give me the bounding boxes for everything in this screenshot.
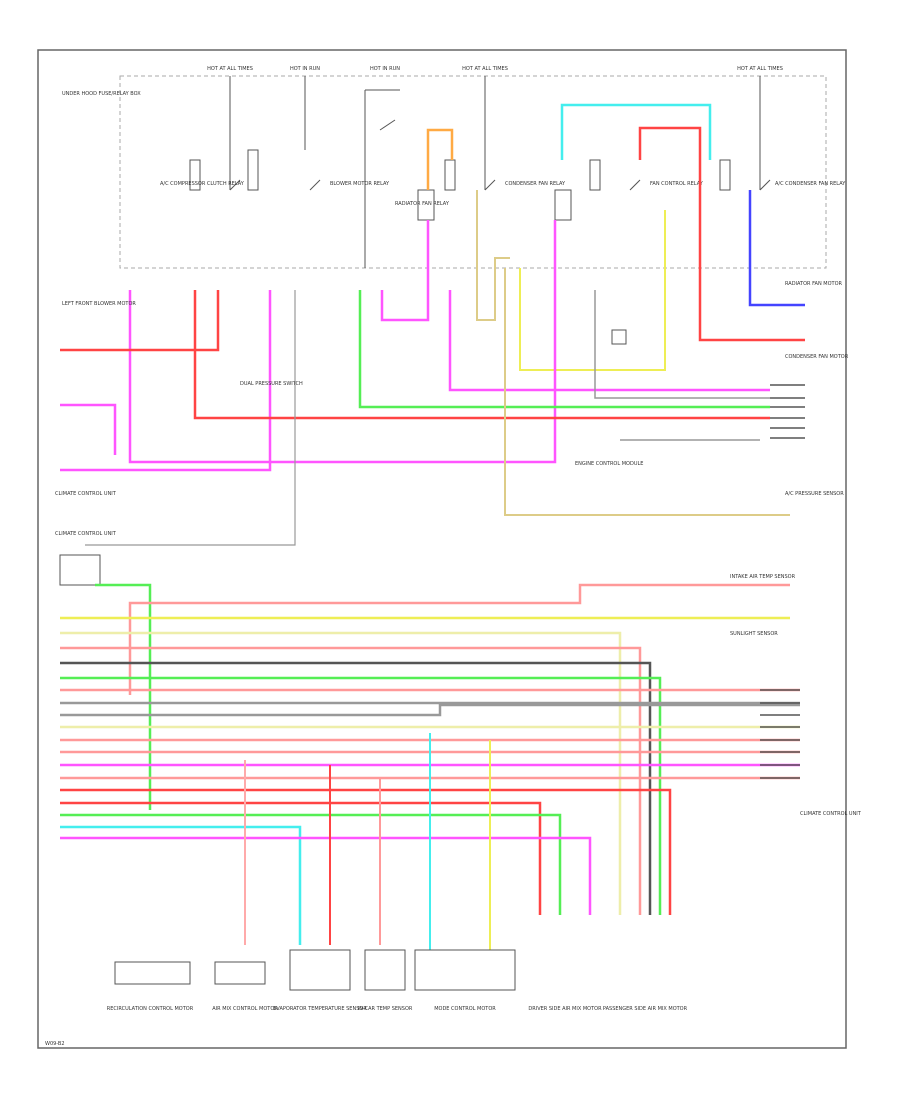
wire-gray-mid [85,290,296,546]
wire-pink-loop-a [380,220,430,322]
right-upper-pins [770,384,805,439]
wire-blue [748,190,805,307]
right-module-2-label: CONDENSER FAN MOTOR [785,354,849,360]
fuse-relay-box-outline [119,75,827,269]
wire-red-relay-bus [193,290,770,420]
right-module-3-label: A/C PRESSURE SENSOR [785,491,844,497]
fan-relay-1-label: RADIATOR FAN RELAY [395,201,450,207]
wire-tan-ecm [504,268,790,516]
wire-pink-a [128,220,557,464]
bottom-module-3 [289,949,351,991]
right-module-5-label: SUNLIGHT SENSOR [730,631,778,637]
relay-box-b [554,189,572,221]
bottom-module-1 [114,961,191,985]
fan-control-label: FAN CONTROL RELAY [650,181,704,187]
bus-drops [244,733,491,950]
fuse-label-3: HOT IN RUN [370,66,400,72]
cond-fan-relay-label: A/C CONDENSER FAN RELAY [775,181,846,187]
left-sensor-label: LEFT FRONT BLOWER MOTOR [62,301,136,307]
wire-yellow-relay [519,210,666,371]
wire-cyan [560,103,712,160]
relay-box-a [417,189,435,221]
bottom-module-2 [214,961,266,985]
bottom-label-1: RECIRCULATION CONTROL MOTOR [107,1006,194,1012]
relay-box-label: UNDER HOOD FUSE/RELAY BOX [62,91,141,97]
wire-pink-left [60,403,117,455]
dual-pressure-switch [611,329,627,345]
right-lower-pins [760,689,800,779]
wire-red-relay [638,126,805,342]
wire-pink-conn [60,290,272,472]
bottom-label-3: EVAPORATOR TEMPERATURE SENSOR [273,1006,367,1012]
blower-relay-label: BLOWER MOTOR RELAY [330,181,390,187]
bottom-modules [114,949,516,991]
wire-orange [426,128,454,190]
outer-frame [37,49,847,1049]
right-module-1-label: RADIATOR FAN MOTOR [785,281,843,287]
ecm-label: ENGINE CONTROL MODULE [575,461,643,467]
wire-red-left [60,290,220,352]
left-conn-1-label: CLIMATE CONTROL UNIT [55,491,117,497]
fuse-label-4: HOT AT ALL TIMES [462,66,508,72]
wire-green-left [95,583,152,810]
fan-relay-2-label: CONDENSER FAN RELAY [505,181,566,187]
left-mid-switch [59,554,101,586]
wire-tan [476,190,510,321]
wire-green-relay [358,290,770,409]
right-module-4-label: INTAKE AIR TEMP SENSOR [730,574,796,580]
corner-code: W09-B2 [45,1041,65,1047]
bottom-label-6: DRIVER SIDE AIR MIX MOTOR [528,1006,602,1012]
wire-pink-b [448,290,770,392]
relay-coils [189,149,731,191]
left-conn-2-label: CLIMATE CONTROL UNIT [55,531,117,537]
bottom-label-2: AIR MIX CONTROL MOTOR [212,1006,278,1012]
bottom-module-4 [364,949,406,991]
wire-gray-relay [594,290,770,399]
right-module-6-label: CLIMATE CONTROL UNIT [800,811,862,817]
comp-relay-label: A/C COMPRESSOR CLUTCH RELAY [160,181,245,187]
dual-pressure-label: DUAL PRESSURE SWITCH [240,381,303,387]
bottom-module-5 [414,949,516,991]
bottom-label-7: PASSENGER SIDE AIR MIX MOTOR [603,1006,688,1012]
fuse-feeds [229,76,761,268]
lower-bus [60,801,592,945]
bottom-label-4: IN-CAR TEMP SENSOR [358,1006,413,1012]
fuse-label-2: HOT IN RUN [290,66,320,72]
fuse-label-1: HOT AT ALL TIMES [207,66,253,72]
relay-switches [229,119,771,191]
fuse-label-5: HOT AT ALL TIMES [737,66,783,72]
bottom-label-5: MODE CONTROL MOTOR [434,1006,496,1012]
